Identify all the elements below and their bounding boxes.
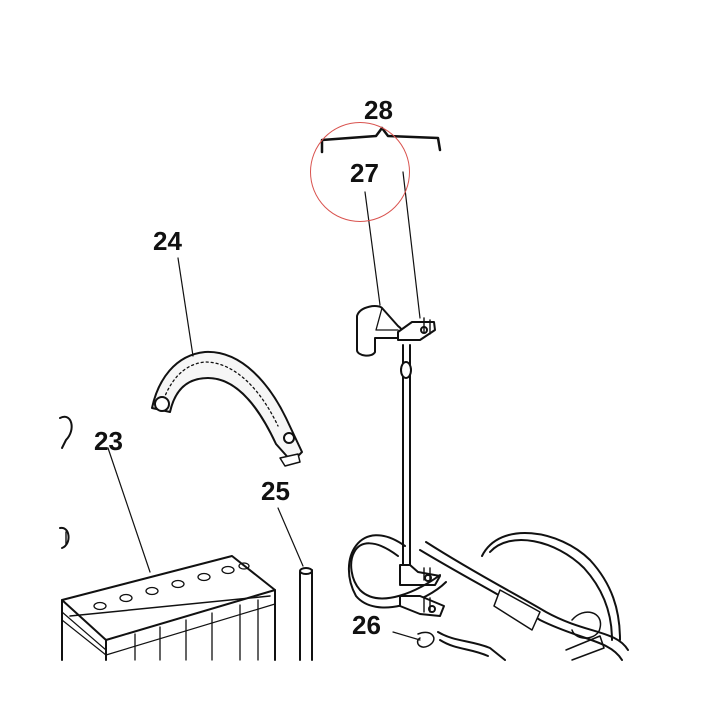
callout-27: 27 [350, 158, 379, 188]
group-brace [320, 126, 442, 154]
callout-25: 25 [261, 476, 290, 506]
vent-hose [299, 567, 313, 661]
terminal-cover [356, 305, 404, 357]
battery [61, 555, 276, 661]
battery-cables [347, 532, 629, 661]
hold-down-bracket [151, 350, 303, 467]
leader-lines [107, 171, 421, 641]
battery-cable-set [397, 317, 441, 586]
callout-28: 28 [364, 95, 393, 125]
callout-23: 23 [94, 426, 123, 456]
callout-24: 24 [153, 226, 182, 256]
callout-26: 26 [352, 610, 381, 640]
